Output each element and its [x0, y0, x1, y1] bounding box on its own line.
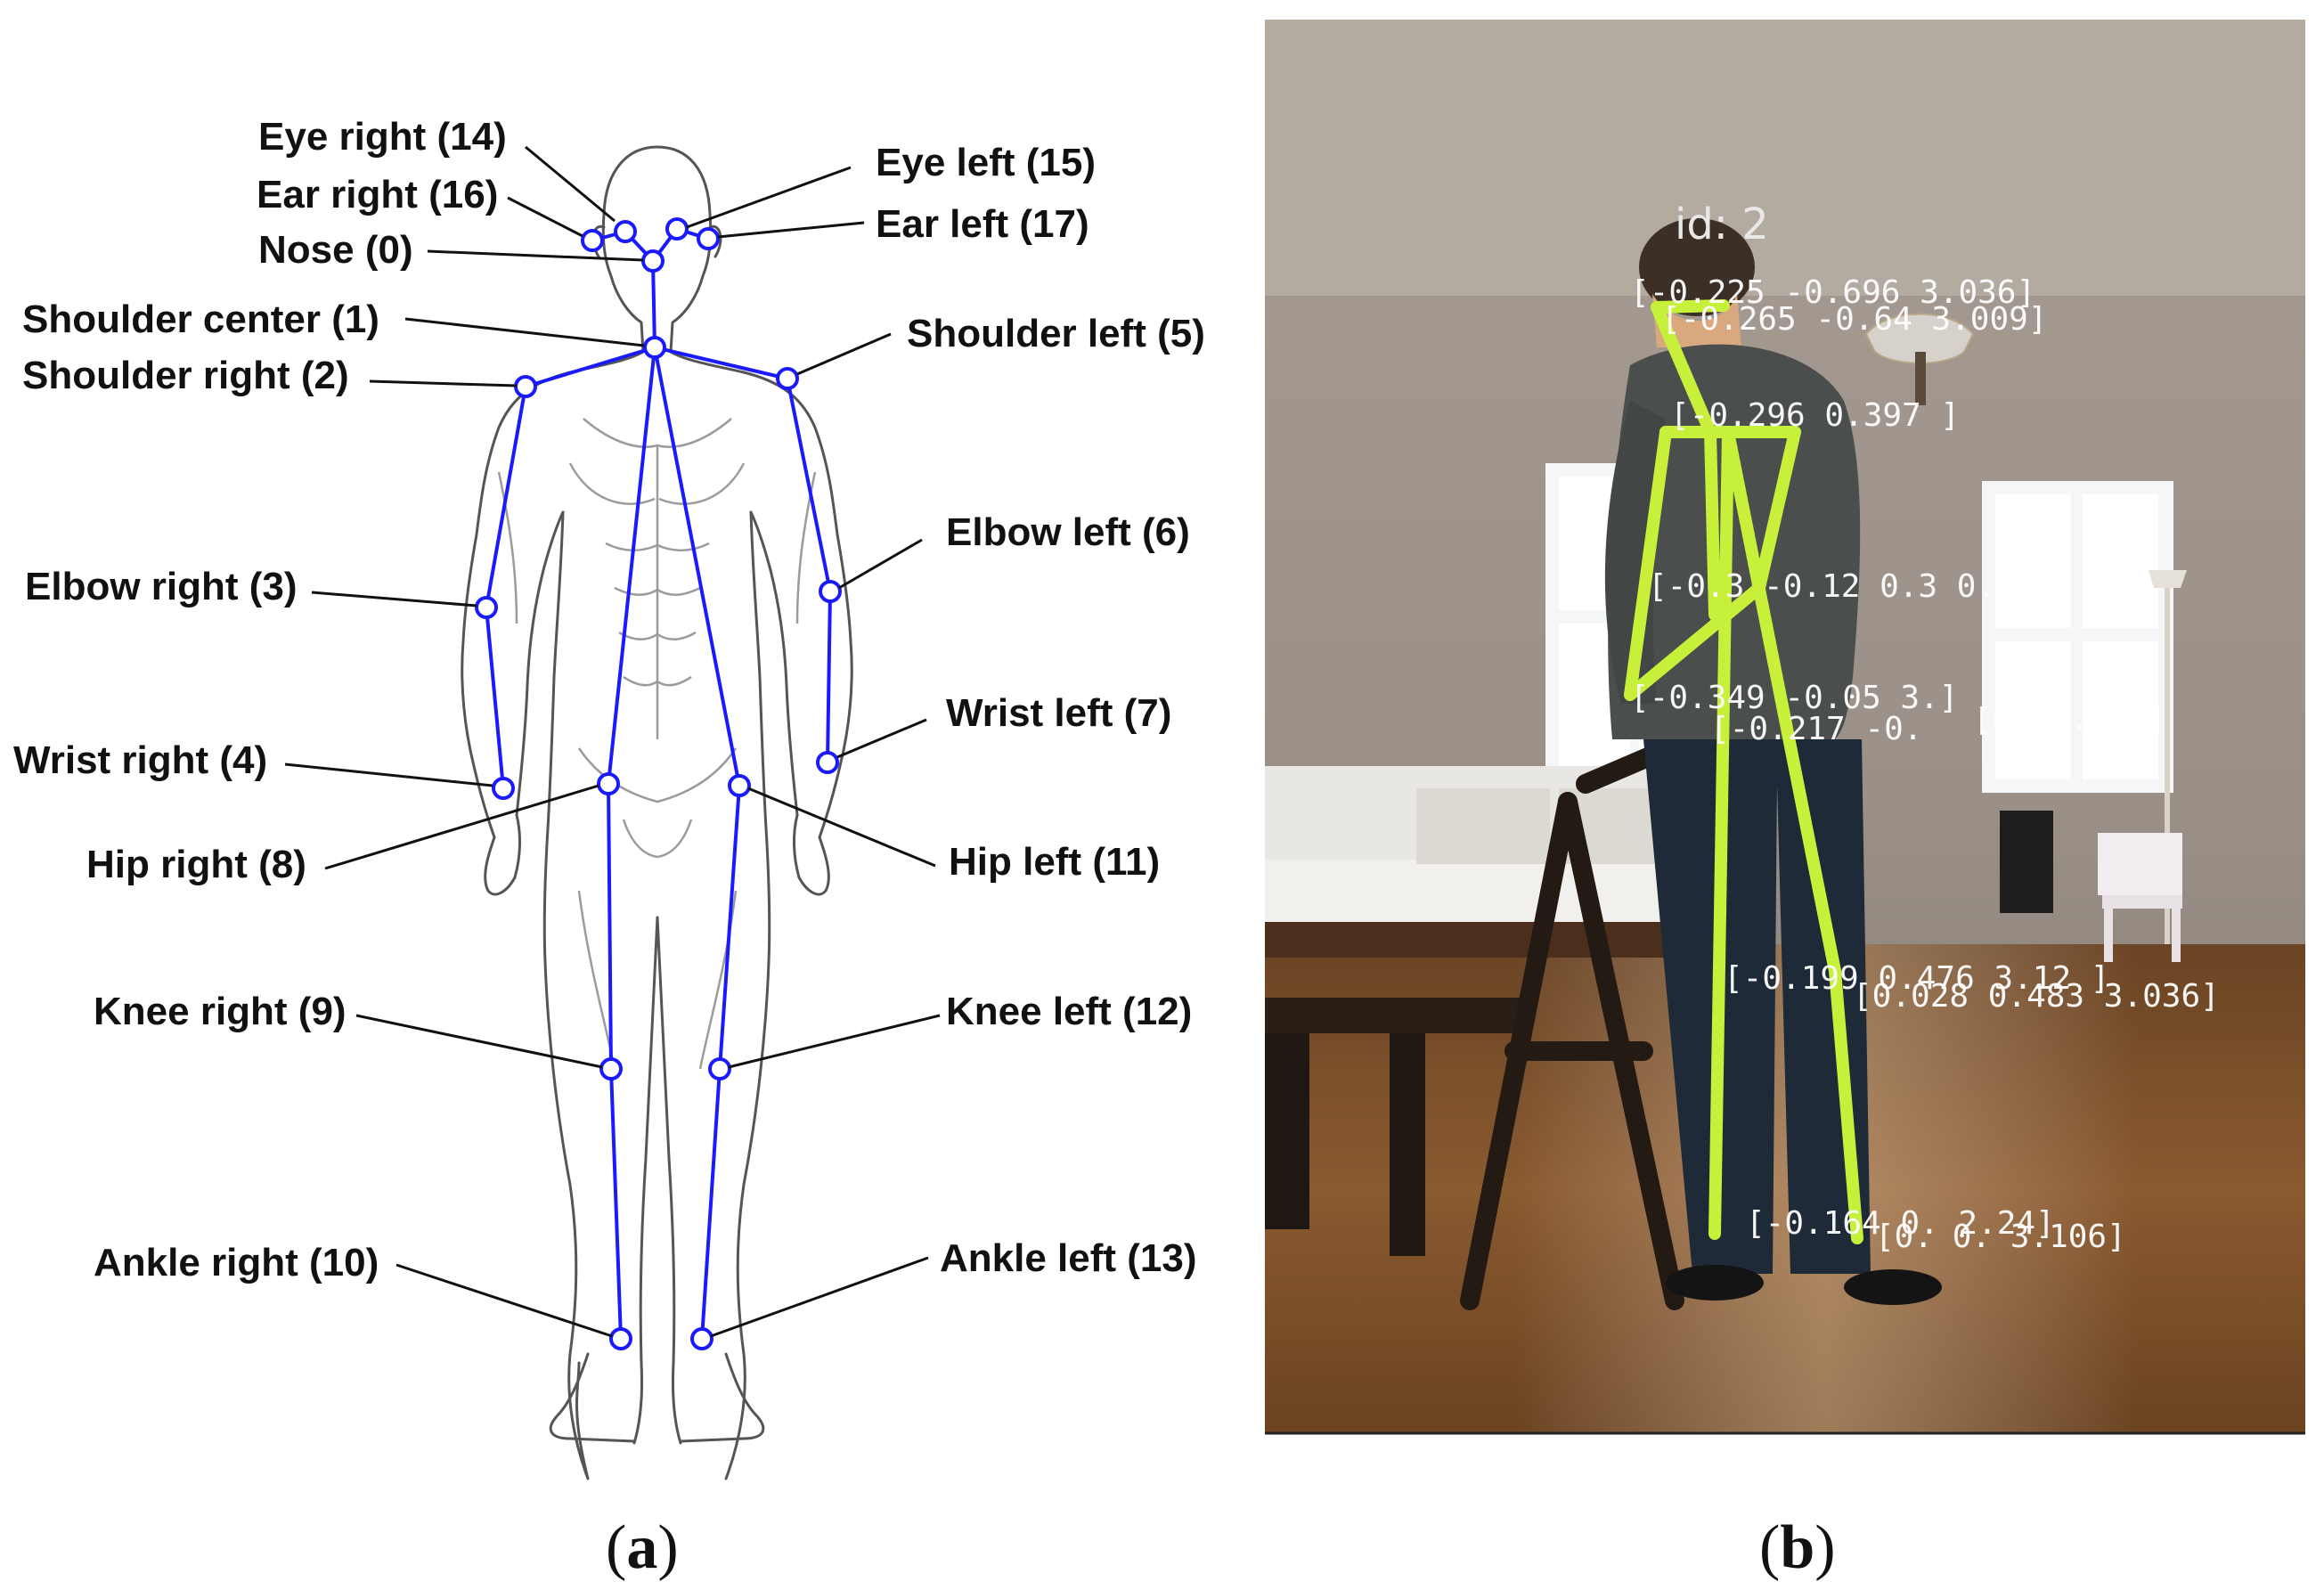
joint-knee-right — [599, 1057, 623, 1080]
label-elbow-right: Elbow right (3) — [25, 565, 298, 608]
joint-shoulder-left — [776, 367, 799, 390]
room-ceiling — [1265, 20, 2305, 296]
coord-readout: [-0.296 0.397 ] — [1670, 397, 1960, 434]
joint-ankle-left — [690, 1327, 714, 1350]
label-shoulder-center: Shoulder center (1) — [22, 298, 379, 341]
coord-readout: [0. 0. 3.106] — [1875, 1219, 2126, 1255]
panel-captions: (a) (b) — [606, 1513, 1836, 1582]
label-ear-right: Ear right (16) — [257, 173, 498, 216]
joint-eye-right — [614, 220, 637, 243]
ceiling-lamp — [1864, 313, 1975, 405]
speaker-box — [2000, 811, 2053, 913]
label-wrist-right: Wrist right (4) — [13, 738, 267, 782]
label-knee-right: Knee right (9) — [94, 990, 347, 1033]
label-shoulder-left: Shoulder left (5) — [907, 312, 1205, 355]
joint-shoulder-center — [643, 336, 666, 359]
joint-nose — [641, 249, 665, 273]
joint-labels: Eye right (14) Ear right (16) Nose (0) S… — [13, 115, 1205, 1284]
label-ear-left: Ear left (17) — [876, 202, 1089, 246]
kids-chair — [2098, 833, 2182, 962]
coffee-table — [1265, 998, 1532, 1256]
skeleton-joints — [475, 217, 842, 1350]
joint-elbow-left — [819, 580, 842, 603]
label-hip-left: Hip left (11) — [949, 840, 1160, 884]
coord-readout: [-0.164 0. 2.24] — [1746, 1205, 2055, 1242]
caption-b: (b) — [1759, 1513, 1836, 1582]
joint-eye-left — [665, 217, 689, 241]
joint-knee-left — [708, 1057, 731, 1080]
tracked-skeleton — [1624, 299, 1863, 1244]
joint-hip-left — [728, 774, 751, 797]
coord-readout: [-0.265 -0.64 3.009] — [1661, 301, 2047, 338]
label-knee-left: Knee left (12) — [946, 990, 1192, 1033]
joint-wrist-right — [492, 777, 515, 800]
label-ankle-left: Ankle left (13) — [940, 1236, 1197, 1280]
label-eye-left: Eye left (15) — [876, 141, 1096, 184]
coord-readout: [0. 2.135] — [1973, 702, 2166, 738]
joint-wrist-left — [816, 751, 839, 774]
label-ankle-right: Ankle right (10) — [94, 1241, 379, 1284]
joint-ear-right — [581, 229, 604, 252]
label-shoulder-right: Shoulder right (2) — [22, 354, 349, 397]
track-id-label: id: 2 — [1675, 200, 1769, 249]
joint-shoulder-right — [514, 375, 537, 398]
window-right — [1982, 481, 2173, 793]
body-outline-illustration — [461, 145, 853, 1480]
coord-readout: [-0.199 0.476 3.12 ] — [1724, 960, 2109, 997]
panel-b-camera-frame: id: 2 [-0.225 -0.696 3.036] [-0.265 -0.6… — [1265, 20, 2305, 1435]
coord-readout: [-0.349 -0.05 3.] — [1630, 680, 1958, 716]
coord-readout: [0.028 0.483 3.036] — [1853, 978, 2220, 1015]
tracking-overlay-text: id: 2 [-0.225 -0.696 3.036] [-0.265 -0.6… — [1630, 200, 2220, 1255]
label-eye-right: Eye right (14) — [258, 115, 507, 159]
folding-chair — [1460, 747, 1684, 1310]
coord-readout: [-0.3 -0.12 0.3 0.906] — [1648, 568, 2073, 605]
joint-elbow-right — [475, 596, 498, 619]
sofa — [1265, 766, 1728, 958]
label-elbow-left: Elbow left (6) — [946, 510, 1190, 554]
joint-ear-left — [697, 227, 720, 250]
coord-readout: [-0.217 -0. — [1710, 711, 1922, 747]
floor-lamp — [2149, 570, 2187, 944]
label-wrist-left: Wrist left (7) — [946, 691, 1171, 735]
label-leader-lines — [284, 145, 941, 1338]
label-hip-right: Hip right (8) — [86, 843, 306, 886]
joint-ankle-right — [609, 1327, 632, 1350]
label-nose: Nose (0) — [258, 228, 413, 272]
caption-a: (a) — [606, 1513, 679, 1582]
skeleton-bones — [485, 227, 832, 1340]
joint-hip-right — [597, 772, 620, 795]
coord-readout: [-0.225 -0.696 3.036] — [1630, 274, 2035, 311]
panel-a-body-diagram: Eye right (14) Ear right (16) Nose (0) S… — [13, 115, 1205, 1480]
